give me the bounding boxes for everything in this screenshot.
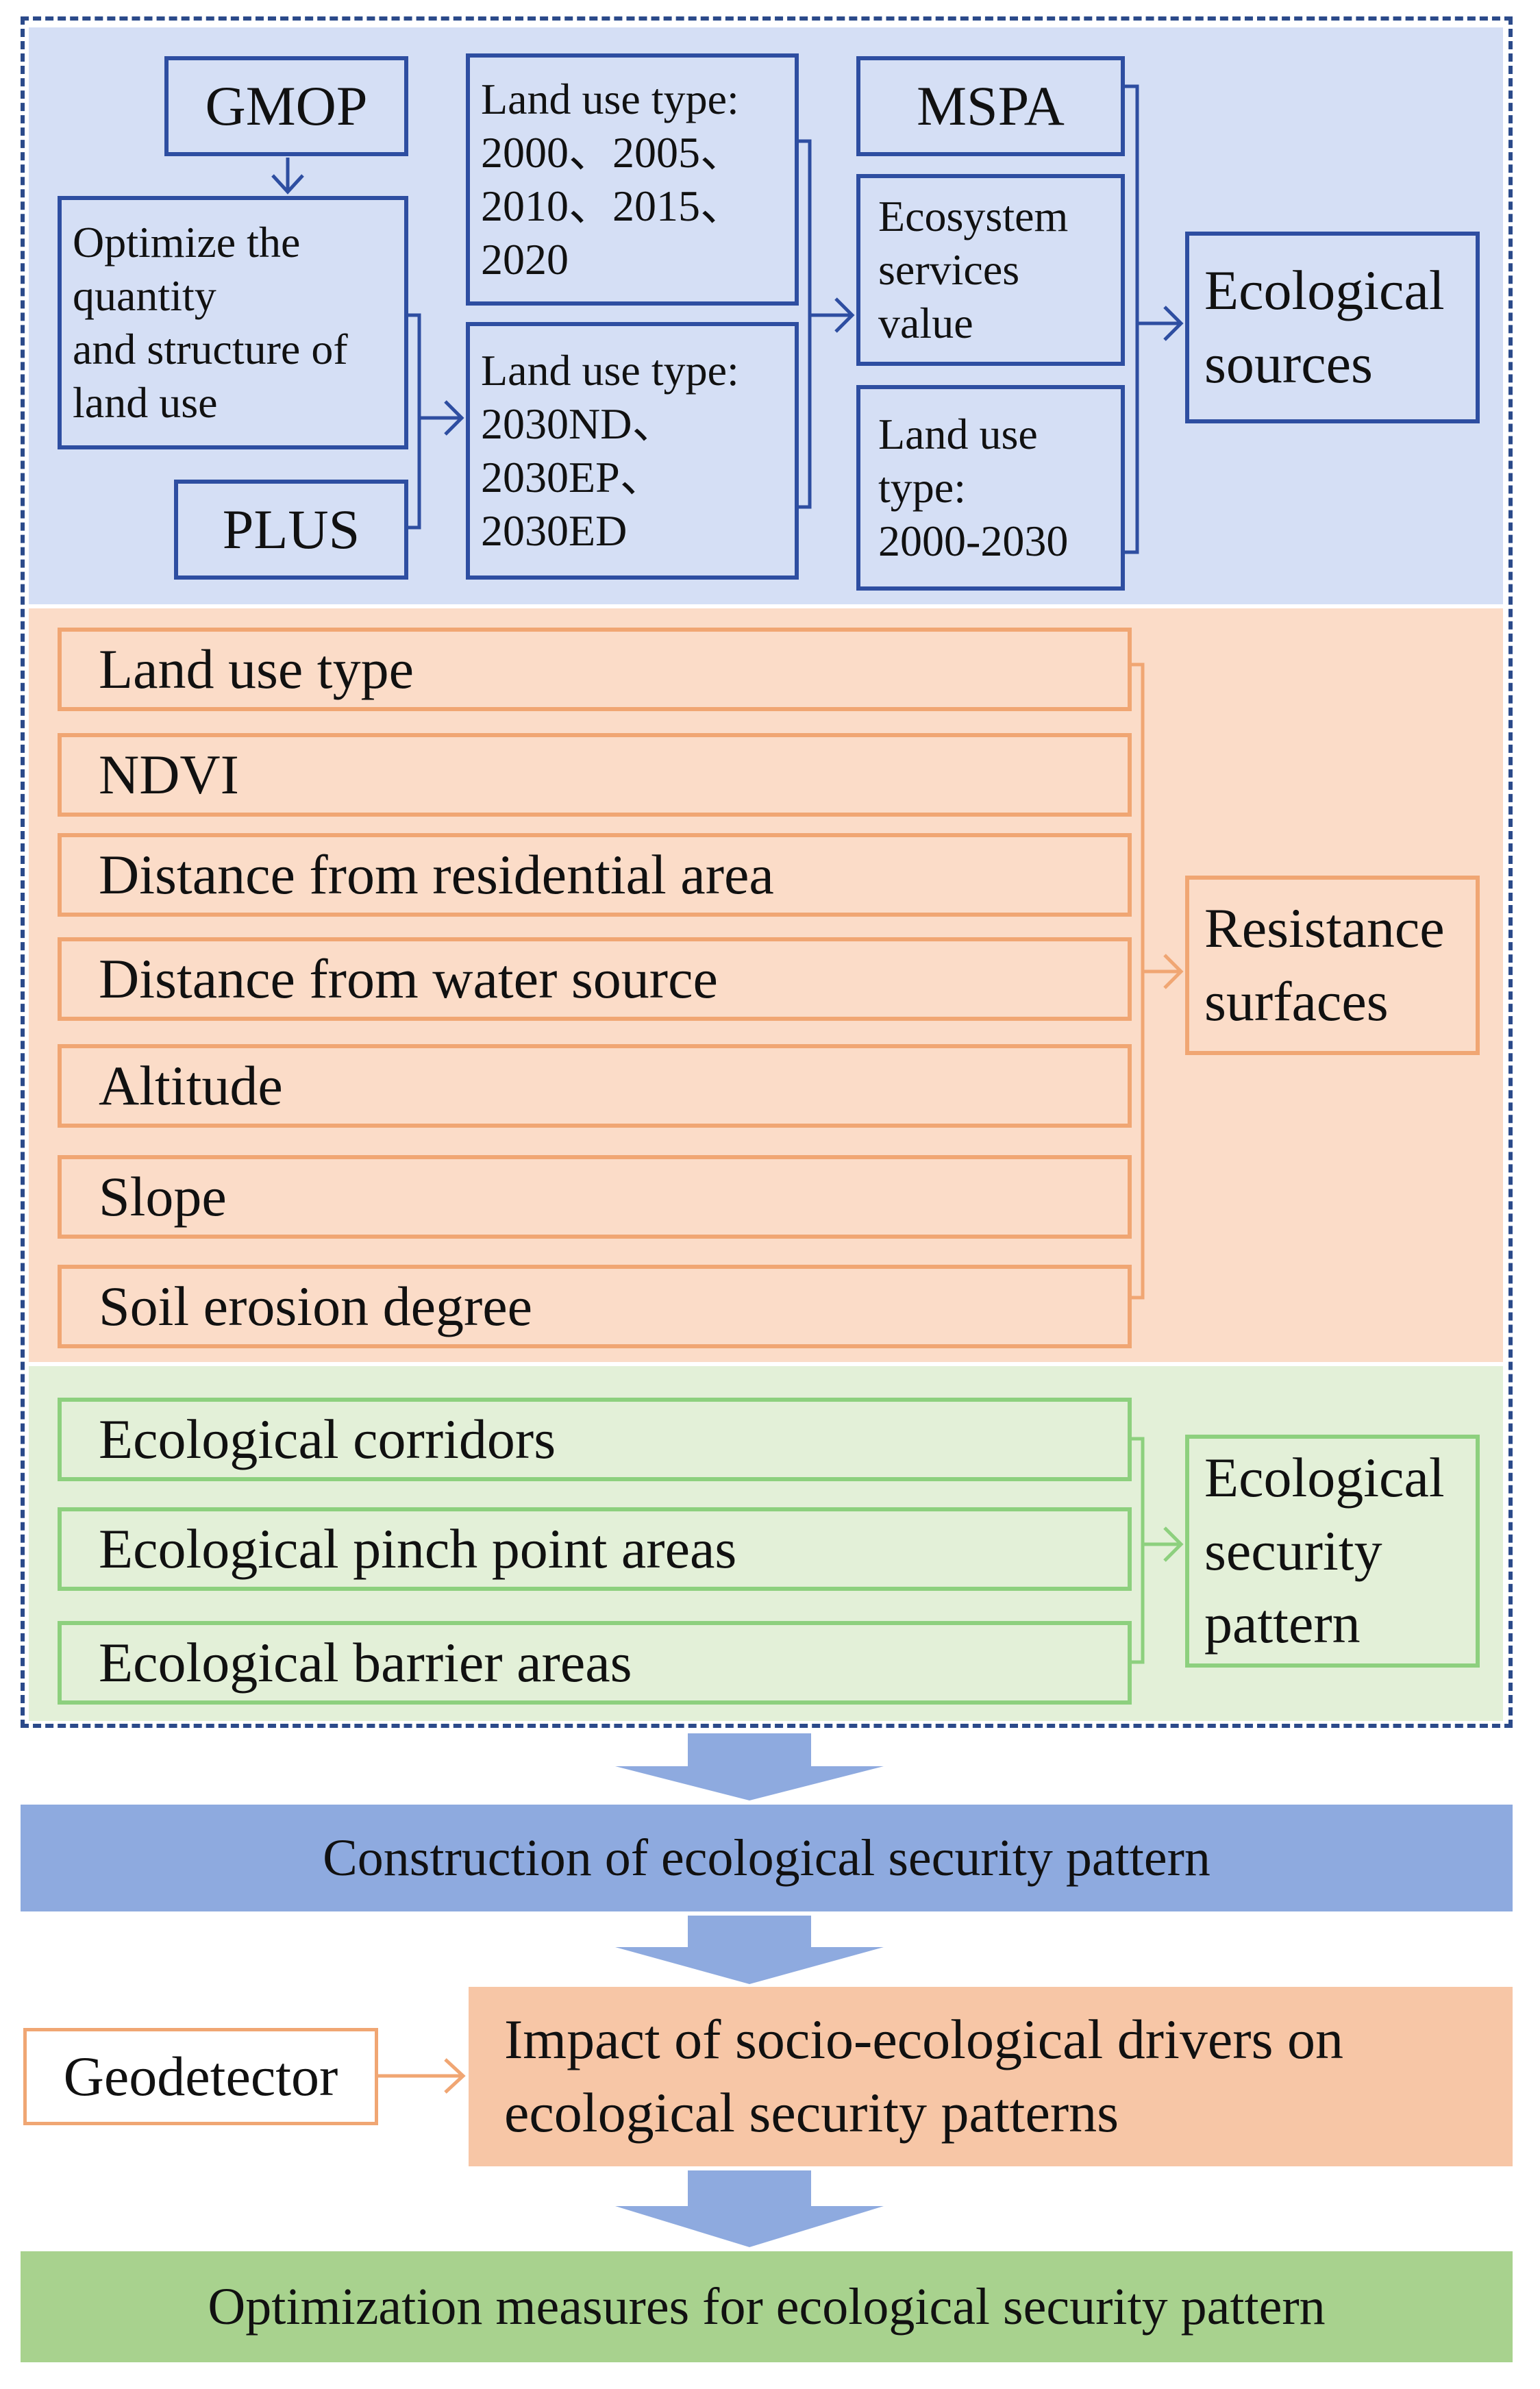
factor-altitude: Altitude [58,1044,1132,1128]
factor-label: Distance from water source [99,947,718,1010]
land-use-scenario-box: Land use type: 2030ND、 2030EP、 2030ED [466,322,799,580]
resistance-surfaces-box: Resistance surfaces [1185,876,1480,1055]
factor-label: Land use type [99,637,414,700]
construction-step-label: Construction of ecological security patt… [323,1829,1210,1887]
dashed-frame [21,16,1513,1728]
factor-distance-water: Distance from water source [58,937,1132,1021]
land-use-bracket [799,139,812,509]
land-use-historical-box: Land use type: 2000、2005、 2010、2015、 202… [466,53,799,306]
down-arrow-2 [615,1916,884,1984]
item-label: Ecological pinch point areas [99,1517,737,1580]
factor-label: Distance from residential area [99,843,774,906]
optimization-step-bar: Optimization measures for ecological sec… [21,2251,1513,2362]
resistance-bracket [1132,663,1145,1300]
factor-slope: Slope [58,1155,1132,1239]
security-pattern-panel [29,1366,1503,1721]
factor-label: NDVI [99,743,239,806]
ecological-sources-box: Ecological sources [1185,232,1480,423]
factor-label: Altitude [99,1054,283,1117]
plus-label: PLUS [222,497,360,560]
impact-drivers-label: Impact of socio-ecological drivers on ec… [504,2008,1343,2144]
plus-box: PLUS [174,480,408,580]
ecological-security-pattern-label: Ecological security pattern [1204,1446,1445,1655]
construction-step-bar: Construction of ecological security patt… [21,1805,1513,1911]
optimize-land-use-box: Optimize the quantity and structure of l… [58,196,408,449]
resistance-surfaces-label: Resistance surfaces [1204,897,1445,1032]
mspa-label: MSPA [917,74,1065,137]
ecological-sources-label: Ecological sources [1204,259,1445,395]
sources-bracket [1125,84,1139,554]
land-use-range-box: Land use type: 2000-2030 [856,385,1125,591]
factor-land-use-type: Land use type [58,628,1132,711]
ecosystem-services-label: Ecosystem services value [878,191,1069,348]
item-pinch-point-areas: Ecological pinch point areas [58,1507,1132,1591]
item-label: Ecological corridors [99,1407,556,1470]
optimize-plus-bracket [408,313,421,530]
gmop-label: GMOP [205,74,368,137]
item-ecological-corridors: Ecological corridors [58,1398,1132,1481]
optimization-step-label: Optimization measures for ecological sec… [208,2277,1326,2336]
land-use-range-label: Land use type: 2000-2030 [878,409,1069,566]
factor-label: Soil erosion degree [99,1274,533,1337]
land-use-scenario-label: Land use type: 2030ND、 2030EP、 2030ED [481,345,739,556]
down-arrow-1 [615,1733,884,1800]
impact-drivers-box: Impact of socio-ecological drivers on ec… [469,1987,1513,2166]
factor-ndvi: NDVI [58,733,1132,817]
sources-panel [29,27,1503,604]
ecosystem-services-box: Ecosystem services value [856,174,1125,366]
gmop-box: GMOP [164,56,408,156]
optimize-land-use-label: Optimize the quantity and structure of l… [73,217,348,428]
land-use-historical-label: Land use type: 2000、2005、 2010、2015、 202… [481,74,744,284]
item-barrier-areas: Ecological barrier areas [58,1621,1132,1705]
factor-distance-residential: Distance from residential area [58,833,1132,917]
factor-label: Slope [99,1165,227,1228]
down-arrow-3 [615,2170,884,2247]
geodetector-label: Geodetector [63,2044,338,2107]
mspa-box: MSPA [856,56,1125,156]
geodetector-box: Geodetector [23,2028,378,2125]
factor-soil-erosion: Soil erosion degree [58,1265,1132,1348]
ecological-security-pattern-box: Ecological security pattern [1185,1435,1480,1668]
item-label: Ecological barrier areas [99,1631,632,1694]
security-pattern-bracket [1132,1437,1145,1664]
